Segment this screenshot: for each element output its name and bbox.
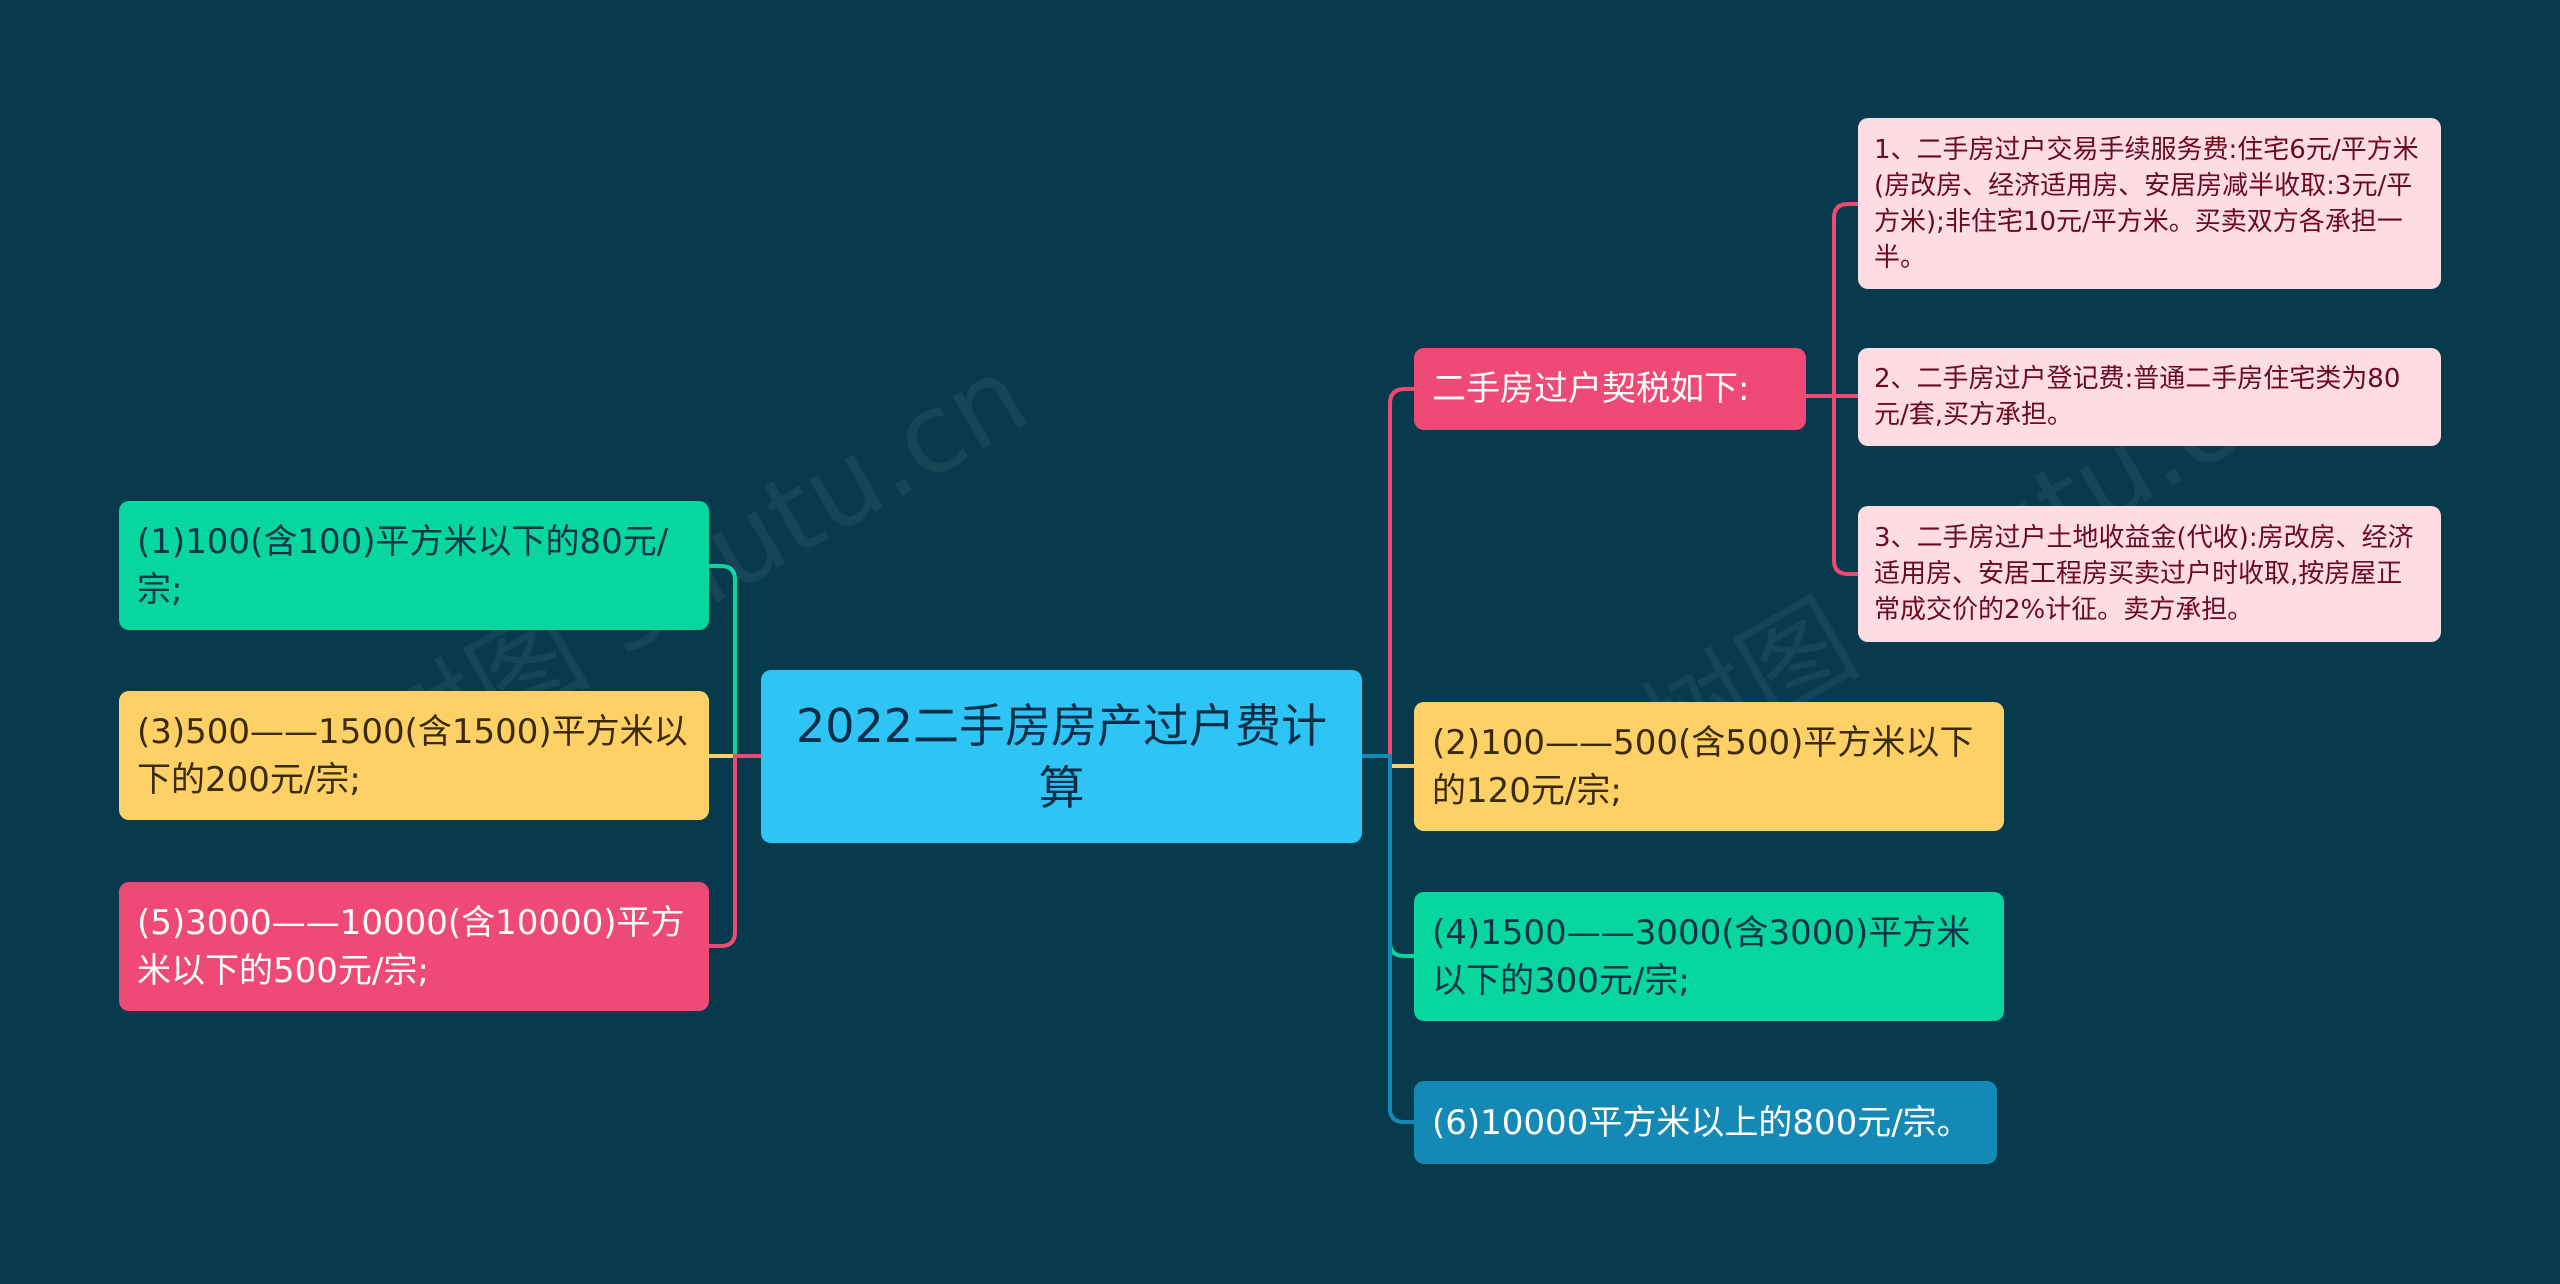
node-label: (3)500——1500(含1500)平方米以下的200元/宗;	[137, 711, 688, 800]
left-node-1[interactable]: (1)100(含100)平方米以下的80元/宗;	[119, 501, 709, 630]
right-node-2[interactable]: (2)100——500(含500)平方米以下的120元/宗;	[1414, 702, 2004, 831]
left-node-5[interactable]: (5)3000——10000(含10000)平方米以下的500元/宗;	[119, 882, 709, 1011]
leaf-land-revenue[interactable]: 3、二手房过户土地收益金(代收):房改房、经济适用房、安居工程房买卖过户时收取,…	[1858, 506, 2441, 642]
node-label: (5)3000——10000(含10000)平方米以下的500元/宗;	[137, 902, 685, 991]
central-topic[interactable]: 2022二手房房产过户费计算	[761, 670, 1362, 843]
right-node-4[interactable]: (4)1500——3000(含3000)平方米以下的300元/宗;	[1414, 892, 2004, 1021]
node-label: 二手房过户契税如下:	[1432, 369, 1750, 409]
leaf-registration-fee[interactable]: 2、二手房过户登记费:普通二手房住宅类为80元/套,买方承担。	[1858, 348, 2441, 446]
central-topic-label: 2022二手房房产过户费计算	[795, 698, 1328, 815]
node-label: (1)100(含100)平方米以下的80元/宗;	[137, 521, 669, 610]
node-label: 1、二手房过户交易手续服务费:住宅6元/平方米(房改房、经济适用房、安居房减半收…	[1874, 134, 2419, 273]
leaf-service-fee[interactable]: 1、二手房过户交易手续服务费:住宅6元/平方米(房改房、经济适用房、安居房减半收…	[1858, 118, 2441, 289]
node-label: 2、二手房过户登记费:普通二手房住宅类为80元/套,买方承担。	[1874, 364, 2401, 430]
deed-tax-node[interactable]: 二手房过户契税如下:	[1414, 348, 1806, 430]
node-label: (6)10000平方米以上的800元/宗。	[1432, 1102, 1971, 1143]
node-label: (2)100——500(含500)平方米以下的120元/宗;	[1432, 722, 1974, 811]
node-label: 3、二手房过户土地收益金(代收):房改房、经济适用房、安居工程房买卖过户时收取,…	[1874, 523, 2414, 625]
right-node-6[interactable]: (6)10000平方米以上的800元/宗。	[1414, 1081, 1997, 1164]
node-label: (4)1500——3000(含3000)平方米以下的300元/宗;	[1432, 912, 1971, 1001]
left-node-3[interactable]: (3)500——1500(含1500)平方米以下的200元/宗;	[119, 691, 709, 820]
